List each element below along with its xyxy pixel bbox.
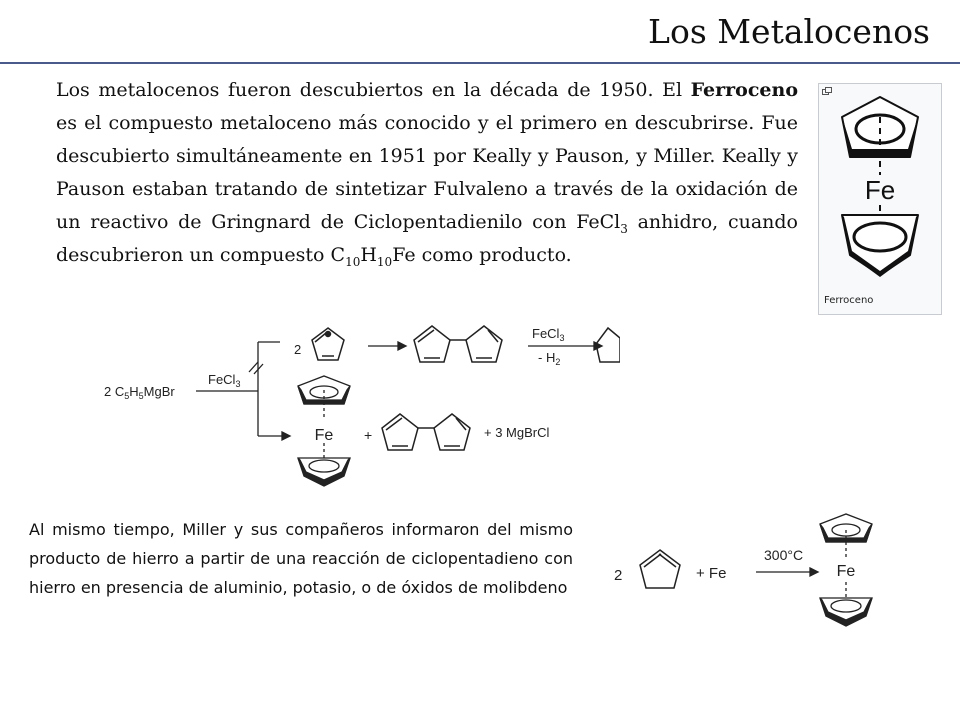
dihydrofulvalene	[413, 325, 503, 363]
intro-text-5: Fe como producto.	[392, 244, 572, 266]
ferrocene-figure[interactable]: Fe Ferroceno	[818, 83, 942, 315]
byproduct-label: + 3 MgBrCl	[484, 425, 549, 440]
figure-caption: Ferroceno	[824, 295, 874, 306]
plus-sign: +	[364, 427, 372, 443]
temperature-condition: 300°C	[764, 547, 803, 563]
cyclopentadienyl-radical	[311, 327, 345, 361]
intro-text-1: Los metalocenos fueron descubiertos en l…	[56, 79, 691, 101]
intro-text-4: H	[360, 244, 377, 266]
oxidation-reagent-label: FeCl3	[532, 326, 564, 343]
intro-paragraph: Los metalocenos fueron descubiertos en l…	[56, 74, 798, 272]
fulvalene	[595, 326, 620, 363]
oxidation-loss-label: - H2	[538, 350, 560, 367]
slide-title: Los Metalocenos	[648, 12, 930, 51]
iron-reactant-label: + Fe	[696, 565, 726, 582]
ferrocene-product-2	[819, 513, 873, 627]
ferrocene-product-2-fe-label: Fe	[837, 563, 856, 580]
ferrocene-product	[297, 375, 351, 487]
ferrocene-product-fe-label: Fe	[315, 427, 334, 444]
cyclopentadiene-coefficient: 2	[614, 567, 622, 584]
intro-text-2: es el compuesto metaloceno más conocido …	[56, 112, 798, 233]
dihydrofulvalene-byproduct	[381, 413, 471, 451]
cyclopentadiene	[639, 549, 681, 589]
fecl3-condition-label: FeCl3	[208, 372, 240, 389]
ferrocene-structure-image: Fe	[841, 96, 919, 277]
intro-sub-1: 3	[620, 221, 628, 236]
title-divider	[0, 62, 960, 64]
intro-bold-ferroceno: Ferroceno	[690, 79, 798, 101]
enlarge-icon[interactable]	[822, 87, 832, 95]
miller-paragraph: Al mismo tiempo, Miller y sus compañeros…	[29, 520, 573, 597]
reagent-label: 2 C5H5MgBr	[104, 384, 175, 401]
grignard-reaction-scheme: 2 C5H5MgBr FeCl3 2 FeCl3 - H2	[104, 325, 620, 487]
intro-sub-3: 10	[376, 254, 393, 269]
ferrocene-fe-label: Fe	[865, 175, 895, 205]
intro-text-3: anhidro, cuando descubrieron un compuest…	[56, 211, 798, 266]
radical-coefficient: 2	[294, 342, 301, 357]
intro-sub-2: 10	[345, 254, 361, 269]
direct-synthesis-scheme: 2 + Fe 300°C Fe	[614, 513, 873, 627]
